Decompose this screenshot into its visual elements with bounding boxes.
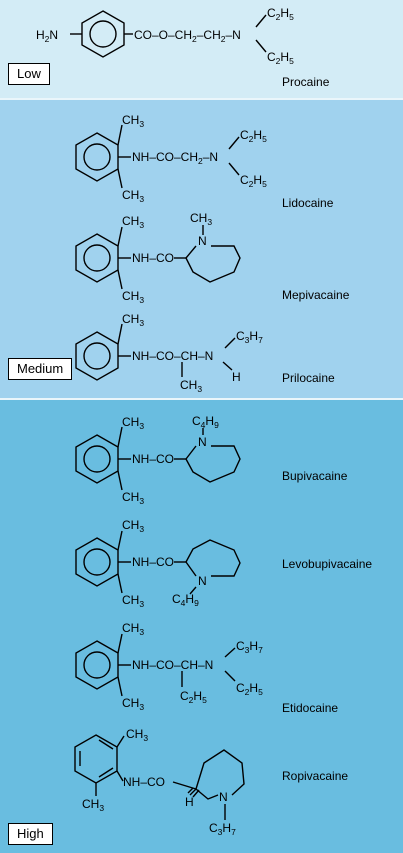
amine-group: H2N bbox=[36, 28, 58, 44]
etidocaine-structure: CH3 CH3 NH–CO–CH–N C2H5 C3H7 C2H5 bbox=[75, 621, 263, 712]
n-butyl-group: C4H9 bbox=[172, 592, 199, 608]
piperidine-ring bbox=[185, 445, 241, 483]
benzene-ring bbox=[75, 640, 119, 690]
benzene-ring bbox=[75, 132, 119, 182]
high-level-tag: High bbox=[8, 823, 53, 845]
stereo-hydrogen: H bbox=[185, 795, 194, 809]
ester-chain: CO–O–CH2–CH2–N bbox=[134, 28, 241, 44]
aromatic-circle bbox=[83, 342, 111, 370]
ethyl-group: C2H5 bbox=[267, 6, 294, 22]
benzene-ring bbox=[75, 537, 119, 587]
methyl-group: CH3 bbox=[122, 113, 144, 129]
propyl-group: C3H7 bbox=[236, 329, 263, 345]
drug-name-lidocaine: Lidocaine bbox=[282, 196, 334, 210]
benzene-ring bbox=[75, 233, 119, 283]
medium-level-tag: Medium bbox=[8, 358, 73, 380]
methyl-group: CH3 bbox=[126, 727, 148, 743]
drug-name-bupivacaine: Bupivacaine bbox=[282, 469, 348, 483]
medium-potency-band bbox=[0, 99, 403, 399]
amide-chain: NH–CO bbox=[132, 555, 174, 569]
methyl-group: CH3 bbox=[122, 289, 144, 305]
band-divider bbox=[0, 98, 403, 100]
methyl-group: CH3 bbox=[122, 518, 144, 534]
methyl-group: CH3 bbox=[122, 696, 144, 712]
drug-name-mepivacaine: Mepivacaine bbox=[282, 288, 350, 302]
piperidine-ring bbox=[185, 539, 241, 577]
ropivacaine-structure: CH3 CH3 NH–CO H N C3H7 bbox=[74, 727, 245, 837]
propyl-group: C3H7 bbox=[236, 639, 263, 655]
benzene-ring bbox=[74, 734, 118, 784]
amide-chain: NH–CO–CH–N bbox=[132, 349, 213, 363]
low-level-tag: Low bbox=[8, 63, 50, 85]
n-butyl-group: C4H9 bbox=[192, 414, 219, 430]
ring-nitrogen: N bbox=[198, 234, 207, 248]
ethyl-group: C2H5 bbox=[236, 681, 263, 697]
lidocaine-structure: CH3 CH3 NH–CO–CH2–N C2H5 C2H5 bbox=[75, 113, 267, 204]
amide-chain: NH–CO–CH2–N bbox=[132, 150, 218, 166]
methyl-group: CH3 bbox=[122, 415, 144, 431]
methyl-group: CH3 bbox=[122, 214, 144, 230]
aromatic-circle bbox=[83, 143, 111, 171]
aromatic-circle bbox=[83, 548, 111, 576]
ring-nitrogen: N bbox=[198, 435, 207, 449]
ring-nitrogen: N bbox=[198, 574, 207, 588]
amide-chain: NH–CO–CH–N bbox=[132, 658, 213, 672]
methyl-group: CH3 bbox=[122, 593, 144, 609]
piperidine-ring bbox=[195, 749, 245, 800]
ethyl-group: C2H5 bbox=[180, 689, 207, 705]
amide-chain: NH–CO bbox=[132, 452, 174, 466]
drug-name-ropivacaine: Ropivacaine bbox=[282, 769, 349, 783]
ethyl-group: C2H5 bbox=[240, 173, 267, 189]
ethyl-group: C2H5 bbox=[240, 128, 267, 144]
mepivacaine-structure: CH3 CH3 NH–CO N CH3 bbox=[75, 211, 241, 305]
n-propyl-group: C3H7 bbox=[209, 821, 236, 837]
aromatic-circle bbox=[83, 244, 111, 272]
methyl-group: CH3 bbox=[122, 188, 144, 204]
methyl-group: CH3 bbox=[122, 490, 144, 506]
drug-name-etidocaine: Etidocaine bbox=[282, 701, 339, 715]
methyl-group: CH3 bbox=[180, 378, 202, 394]
methyl-group: CH3 bbox=[122, 621, 144, 637]
prilocaine-structure: CH3 NH–CO–CH–N CH3 C3H7 H bbox=[75, 312, 263, 394]
aromatic-circle bbox=[89, 20, 117, 48]
benzene-ring bbox=[75, 331, 119, 381]
methyl-group: CH3 bbox=[122, 312, 144, 328]
ethyl-group: C2H5 bbox=[267, 50, 294, 66]
bupivacaine-structure: CH3 CH3 NH–CO N C4H9 bbox=[75, 414, 241, 506]
band-divider bbox=[0, 398, 403, 400]
amine-hydrogen: H bbox=[232, 370, 241, 384]
drug-name-procaine: Procaine bbox=[282, 75, 330, 89]
amide-chain: NH–CO bbox=[132, 251, 174, 265]
ring-nitrogen: N bbox=[219, 790, 228, 804]
methyl-group: CH3 bbox=[82, 797, 104, 813]
amide-chain: NH–CO bbox=[123, 775, 165, 789]
aromatic-circle bbox=[83, 651, 111, 679]
benzene-ring bbox=[75, 434, 119, 484]
drug-name-levobupivacaine: Levobupivacaine bbox=[282, 557, 373, 571]
aromatic-circle bbox=[83, 445, 111, 473]
levobupivacaine-structure: CH3 CH3 NH–CO N C4H9 bbox=[75, 518, 241, 609]
procaine-structure: H2N CO–O–CH2–CH2–N C2H5 C2H5 bbox=[36, 6, 294, 66]
n-methyl-group: CH3 bbox=[190, 211, 212, 227]
high-potency-band bbox=[0, 399, 403, 853]
drug-name-prilocaine: Prilocaine bbox=[282, 371, 335, 385]
low-potency-band bbox=[0, 0, 403, 99]
benzene-ring bbox=[81, 10, 125, 58]
piperidine-ring bbox=[185, 245, 241, 283]
